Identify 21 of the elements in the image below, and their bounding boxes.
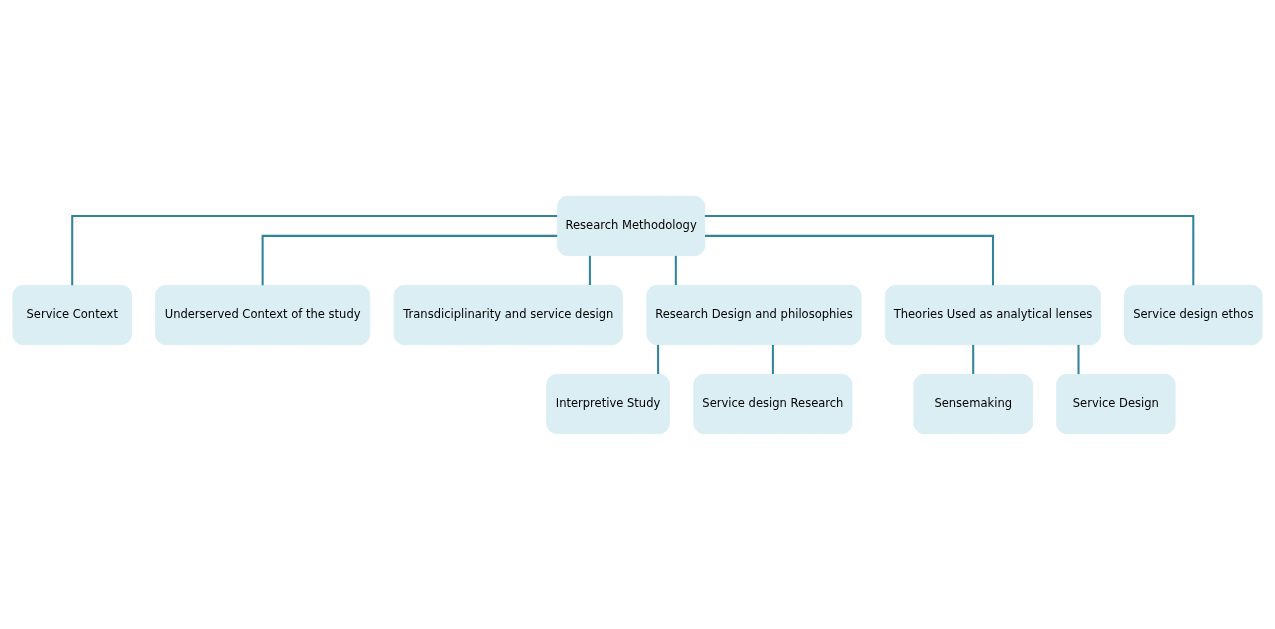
connector bbox=[674, 255, 677, 285]
node-box: Research Design and philosophies bbox=[646, 284, 862, 345]
node-box: Transdiciplinarity and service design bbox=[393, 284, 623, 345]
node-box: Service Context bbox=[12, 284, 132, 345]
connector bbox=[771, 344, 774, 374]
connector bbox=[657, 344, 660, 374]
node-box: Service Design bbox=[1056, 373, 1176, 434]
connector bbox=[71, 214, 558, 285]
connector bbox=[704, 214, 1195, 285]
node-box: Service design ethos bbox=[1124, 284, 1263, 345]
node-box: Underserved Context of the study bbox=[155, 284, 371, 345]
node-box: Service design Research bbox=[693, 373, 853, 434]
node-box: Research Methodology bbox=[556, 195, 706, 256]
node-box: Theories Used as analytical lenses bbox=[885, 284, 1101, 345]
connector bbox=[1077, 344, 1080, 374]
connector bbox=[261, 234, 558, 285]
node-box: Interpretive Study bbox=[546, 373, 670, 434]
connector bbox=[972, 344, 975, 374]
connector bbox=[588, 255, 591, 285]
node-box: Sensemaking bbox=[913, 373, 1033, 434]
connector bbox=[705, 234, 994, 285]
